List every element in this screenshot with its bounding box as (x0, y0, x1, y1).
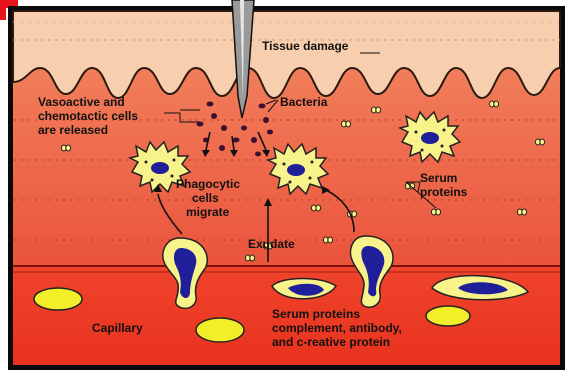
label-vasoactive-1: Vasoactive and (38, 95, 125, 109)
label-serum-proteins-bottom-1: Serum proteins (272, 307, 360, 321)
accent-mark-side (0, 8, 6, 20)
label-vasoactive-2: chemotactic cells (38, 109, 138, 123)
red-blood-cell (426, 306, 470, 326)
label-phagocytic-1: Phagocytic (176, 177, 240, 191)
label-phagocytic-3: migrate (186, 205, 230, 219)
label-exudate: Exudate (248, 237, 295, 251)
label-vasoactive-3: are released (38, 123, 108, 137)
red-blood-cell (34, 288, 82, 310)
red-blood-cell (196, 318, 244, 342)
label-tissue-damage: Tissue damage (262, 39, 349, 53)
label-serum-proteins-bottom-2: complement, antibody, (272, 321, 402, 335)
label-bacteria: Bacteria (280, 95, 328, 109)
label-serum-proteins-top-2: proteins (420, 185, 468, 199)
label-capillary: Capillary (92, 321, 143, 335)
label-serum-proteins-top-1: Serum (420, 171, 457, 185)
label-phagocytic-2: cells (192, 191, 219, 205)
label-serum-proteins-bottom-3: and c-reative protein (272, 335, 390, 349)
